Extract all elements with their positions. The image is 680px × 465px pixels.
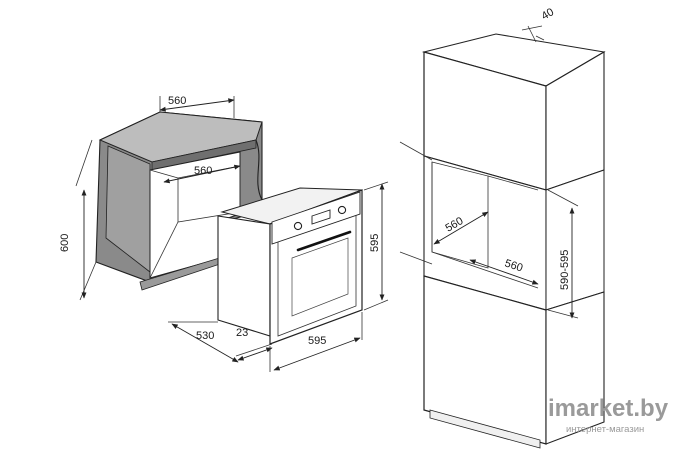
oven-body bbox=[217, 187, 363, 345]
dim-niche-width: 560 bbox=[503, 257, 524, 274]
watermark-brand: imarket.by bbox=[548, 395, 669, 422]
column-cabinet bbox=[421, 33, 606, 449]
dim-niche-height: 590-595 bbox=[559, 250, 571, 290]
dim-oven-width: 595 bbox=[308, 335, 326, 347]
dim-oven-depth: 530 bbox=[196, 330, 214, 342]
right-dimension-lines bbox=[399, 25, 579, 319]
dim-oven-height: 595 bbox=[369, 234, 381, 252]
left-dimension-lines bbox=[75, 96, 389, 372]
dim-top-offset: 40 bbox=[540, 6, 557, 23]
dim-inner-width: 560 bbox=[194, 165, 212, 177]
watermark-tagline: интернет-магазин bbox=[566, 424, 644, 435]
dim-front-thickness: 23 bbox=[236, 327, 248, 339]
dim-cabinet-height: 600 bbox=[59, 234, 71, 252]
dim-top-width: 560 bbox=[168, 95, 186, 107]
undercounter-cabinet bbox=[95, 111, 263, 291]
